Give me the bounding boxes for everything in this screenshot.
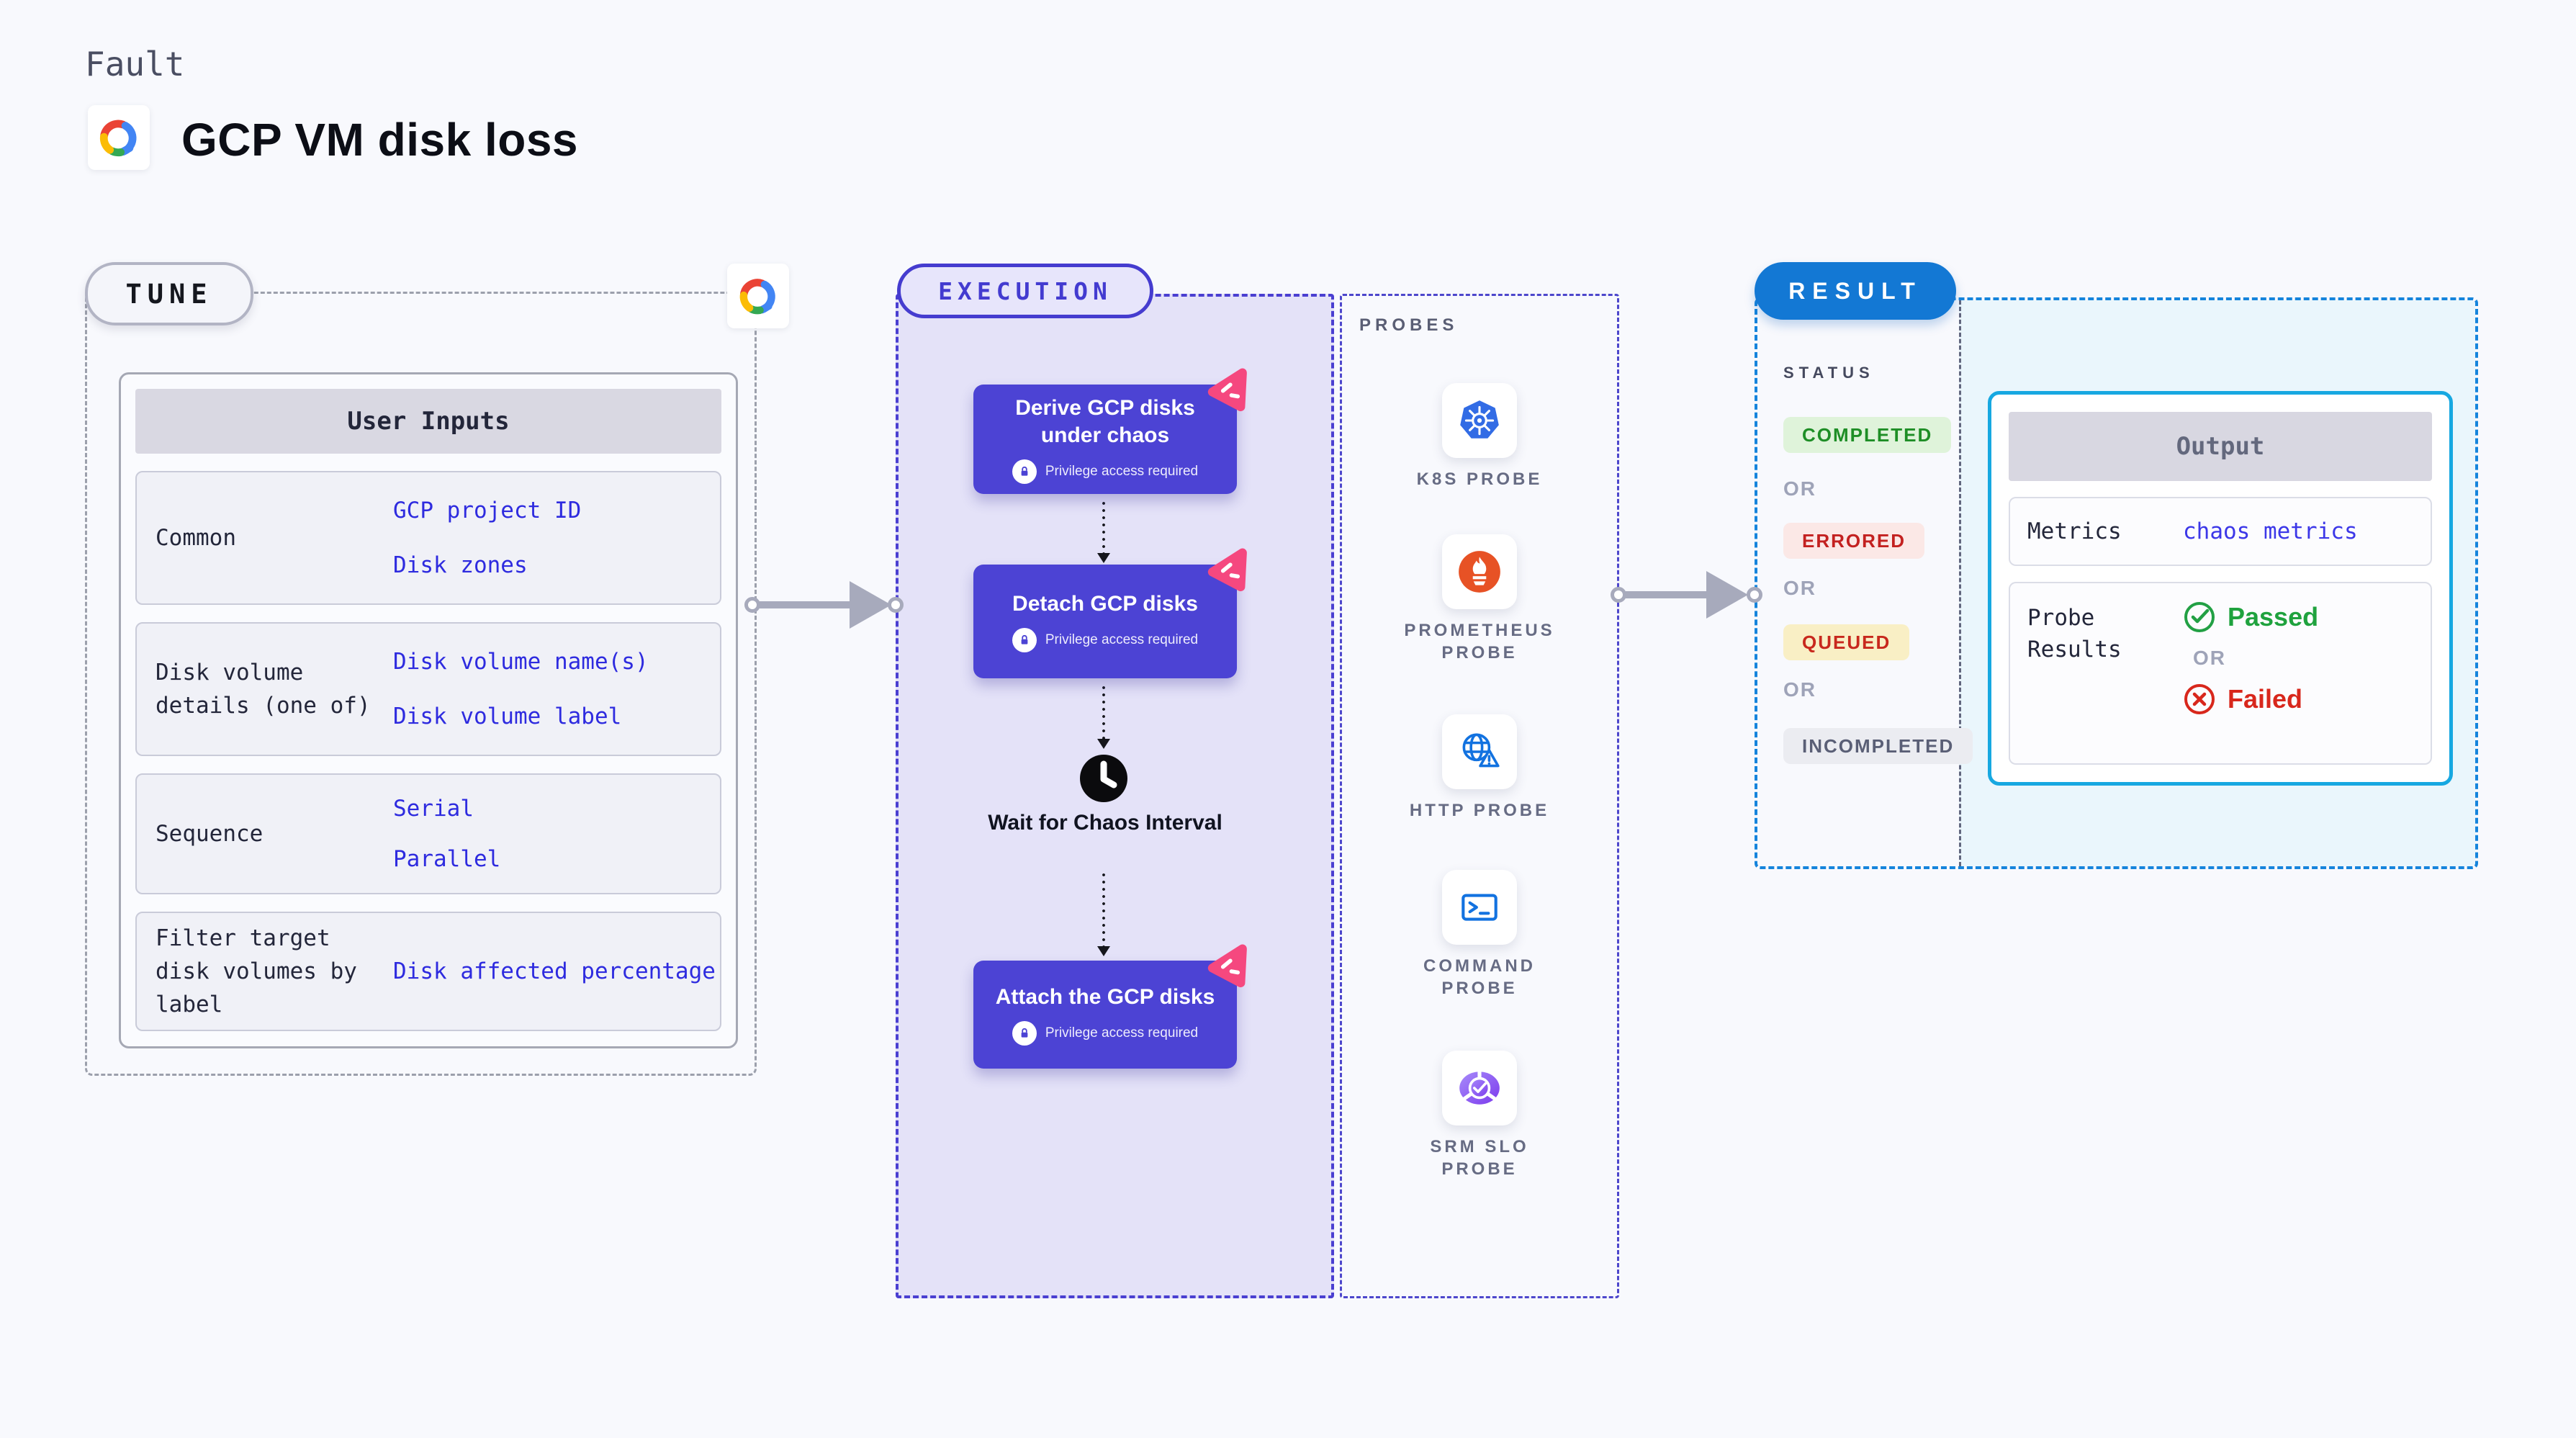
row-label: Filter target disk volumes by label xyxy=(156,925,357,1017)
probe-label: COMMAND PROBE xyxy=(1423,956,1536,998)
input-link[interactable]: Disk affected percentage xyxy=(393,958,716,984)
probe-item-http: HTTP PROBE xyxy=(1390,714,1570,822)
probes-section-label: PROBES xyxy=(1359,315,1459,335)
input-link[interactable]: GCP project ID xyxy=(393,498,582,524)
probe-results-row: Probe Results Passed OR Failed xyxy=(2009,582,2432,765)
connector-arrowhead xyxy=(1706,571,1748,619)
probe-item-command: COMMAND PROBE xyxy=(1390,870,1570,999)
flow-arrowhead xyxy=(1097,553,1110,563)
privilege-note: Privilege access required xyxy=(1045,464,1199,479)
connector-endpoint xyxy=(1611,587,1626,603)
probe-item-srm-slo: SRM SLO PROBE xyxy=(1390,1051,1570,1180)
status-badge-completed: COMPLETED xyxy=(1783,417,1952,453)
kubernetes-icon[interactable] xyxy=(1442,383,1517,458)
or-separator: OR xyxy=(1783,678,1816,701)
row-label: Sequence xyxy=(156,821,264,847)
failed-label: Failed xyxy=(2228,684,2303,714)
step-title: Attach the GCP disks xyxy=(995,985,1215,1009)
input-link[interactable]: Disk zones xyxy=(393,552,528,578)
flow-connector xyxy=(1102,684,1105,739)
table-row: Filter target disk volumes by label Disk… xyxy=(135,912,721,1031)
input-link[interactable]: Disk volume label xyxy=(393,703,622,729)
probes-section-box xyxy=(1340,294,1619,1298)
check-circle-icon xyxy=(2184,602,2215,632)
table-row: Sequence Serial Parallel xyxy=(135,773,721,894)
globe-warning-icon[interactable] xyxy=(1442,714,1517,789)
prometheus-icon[interactable] xyxy=(1442,534,1517,609)
connector-arrowhead xyxy=(850,581,891,629)
output-panel: Output Metrics chaos metrics Probe Resul… xyxy=(1988,391,2453,786)
step-title: Derive GCP disks under chaos xyxy=(1015,396,1195,447)
privilege-note: Privilege access required xyxy=(1045,1025,1199,1041)
lock-icon xyxy=(1012,459,1037,484)
lock-icon xyxy=(1012,1021,1037,1046)
step-node-detach-disks: Detach GCP disks Privilege access requir… xyxy=(973,548,1247,678)
probe-results-label: Probe Results xyxy=(2027,605,2122,662)
tune-section-box xyxy=(85,292,757,1076)
connector-endpoint xyxy=(1747,587,1762,603)
metrics-value-link[interactable]: chaos metrics xyxy=(2183,518,2358,544)
privilege-note: Privilege access required xyxy=(1045,632,1199,647)
status-badge-incompleted: INCOMPLETED xyxy=(1783,728,1973,764)
wait-step-label: Wait for Chaos Interval xyxy=(988,811,1222,835)
output-header: Output xyxy=(2009,412,2432,481)
or-separator: OR xyxy=(2193,647,2226,669)
connector-arrow-line xyxy=(760,601,852,608)
flow-arrowhead xyxy=(1097,946,1110,956)
step-node-attach-disks: Attach the GCP disks Privilege access re… xyxy=(973,944,1247,1069)
tune-section-label: TUNE xyxy=(85,262,253,325)
slo-pie-check-icon[interactable] xyxy=(1442,1051,1517,1125)
probe-label: K8S PROBE xyxy=(1416,469,1543,489)
probe-label: PROMETHEUS PROBE xyxy=(1404,621,1555,662)
clock-icon xyxy=(1078,753,1129,804)
execution-section-label: EXECUTION xyxy=(897,264,1153,318)
row-label: Disk volume details (one of) xyxy=(156,660,371,719)
or-separator: OR xyxy=(1783,477,1816,500)
probe-label: SRM SLO PROBE xyxy=(1430,1137,1529,1179)
chaos-experiment-icon xyxy=(1207,944,1247,988)
status-badge-errored: ERRORED xyxy=(1783,523,1925,559)
or-separator: OR xyxy=(1783,577,1816,599)
chaos-experiment-icon xyxy=(1207,368,1247,412)
flow-connector xyxy=(1102,500,1105,553)
connector-endpoint xyxy=(744,597,760,613)
lock-icon xyxy=(1012,628,1037,652)
terminal-icon[interactable] xyxy=(1442,870,1517,945)
step-title: Detach GCP disks xyxy=(1012,592,1198,616)
user-inputs-header: User Inputs xyxy=(135,389,721,454)
fault-kicker: Fault xyxy=(85,45,185,84)
metrics-label: Metrics xyxy=(2027,518,2122,544)
table-row: Disk volume details (one of) Disk volume… xyxy=(135,622,721,756)
x-circle-icon xyxy=(2184,684,2215,714)
probe-item-prometheus: PROMETHEUS PROBE xyxy=(1390,534,1570,664)
connector-endpoint xyxy=(888,597,904,613)
passed-label: Passed xyxy=(2228,602,2319,632)
chaos-experiment-icon xyxy=(1207,548,1247,592)
status-heading: STATUS xyxy=(1783,364,1875,382)
input-link[interactable]: Parallel xyxy=(393,845,501,872)
result-divider xyxy=(1959,300,1961,866)
input-link[interactable]: Disk volume name(s) xyxy=(393,649,649,675)
result-section-label: RESULT xyxy=(1755,262,1956,320)
probe-item-k8s: K8S PROBE xyxy=(1390,383,1570,490)
input-link[interactable]: Serial xyxy=(393,796,474,822)
metrics-row: Metrics chaos metrics xyxy=(2009,497,2432,566)
page-title: GCP VM disk loss xyxy=(181,114,578,166)
gcp-cloud-logo xyxy=(88,105,150,170)
user-inputs-table: User Inputs Common GCP project ID Disk z… xyxy=(119,372,738,1048)
flow-connector xyxy=(1102,871,1105,946)
step-node-derive-disks: Derive GCP disks under chaos Privilege a… xyxy=(973,368,1247,494)
gcp-cloud-logo-small xyxy=(727,264,789,328)
flow-arrowhead xyxy=(1097,739,1110,749)
row-label: Common xyxy=(156,525,236,551)
probe-label: HTTP PROBE xyxy=(1409,801,1550,820)
status-badge-queued: QUEUED xyxy=(1783,624,1910,660)
table-row: Common GCP project ID Disk zones xyxy=(135,471,721,605)
connector-arrow-line xyxy=(1626,591,1711,598)
